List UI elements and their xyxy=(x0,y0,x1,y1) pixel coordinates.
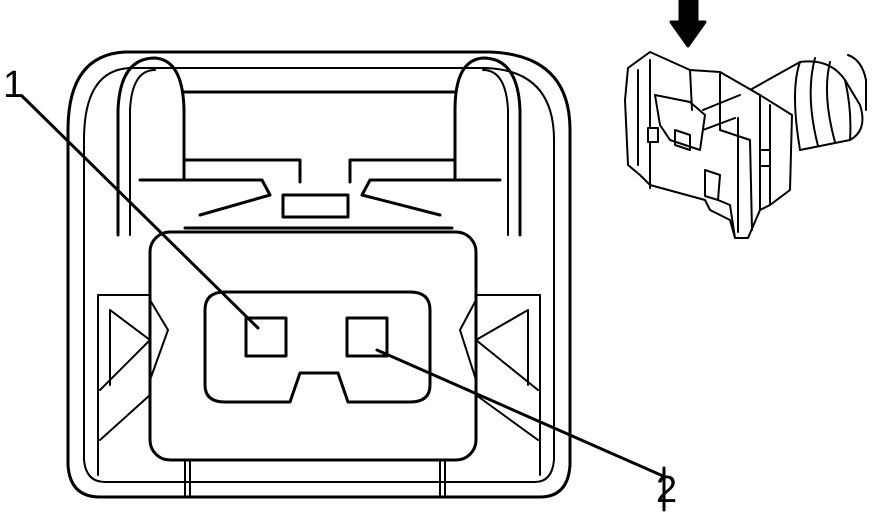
leader-line-1 xyxy=(20,94,260,330)
connector-perspective-icon xyxy=(624,51,867,239)
housing-outline xyxy=(66,50,572,499)
callout-label-1: 1 xyxy=(3,64,25,106)
leader-line-2 xyxy=(375,348,665,478)
bottom-grooves xyxy=(184,461,446,498)
arrow-down-icon xyxy=(669,0,707,48)
locking-tab xyxy=(138,178,502,217)
center-key xyxy=(183,193,454,230)
cable-boot xyxy=(749,60,864,151)
left-side-guide xyxy=(97,294,169,476)
terminal-2 xyxy=(345,316,389,358)
housing-inner-outline xyxy=(83,67,555,483)
right-latch-ear xyxy=(453,56,522,237)
locking-bar xyxy=(182,90,457,184)
terminal-1 xyxy=(244,316,288,358)
right-latch-ear-inner xyxy=(482,69,509,236)
callout-leaders xyxy=(20,94,666,512)
socket-frame xyxy=(148,230,478,462)
right-side-guide xyxy=(459,294,541,476)
connector-front-face xyxy=(66,50,572,499)
left-latch-ear-inner xyxy=(129,69,156,236)
left-latch-ear xyxy=(116,56,186,237)
callout-label-2: 2 xyxy=(656,469,678,511)
